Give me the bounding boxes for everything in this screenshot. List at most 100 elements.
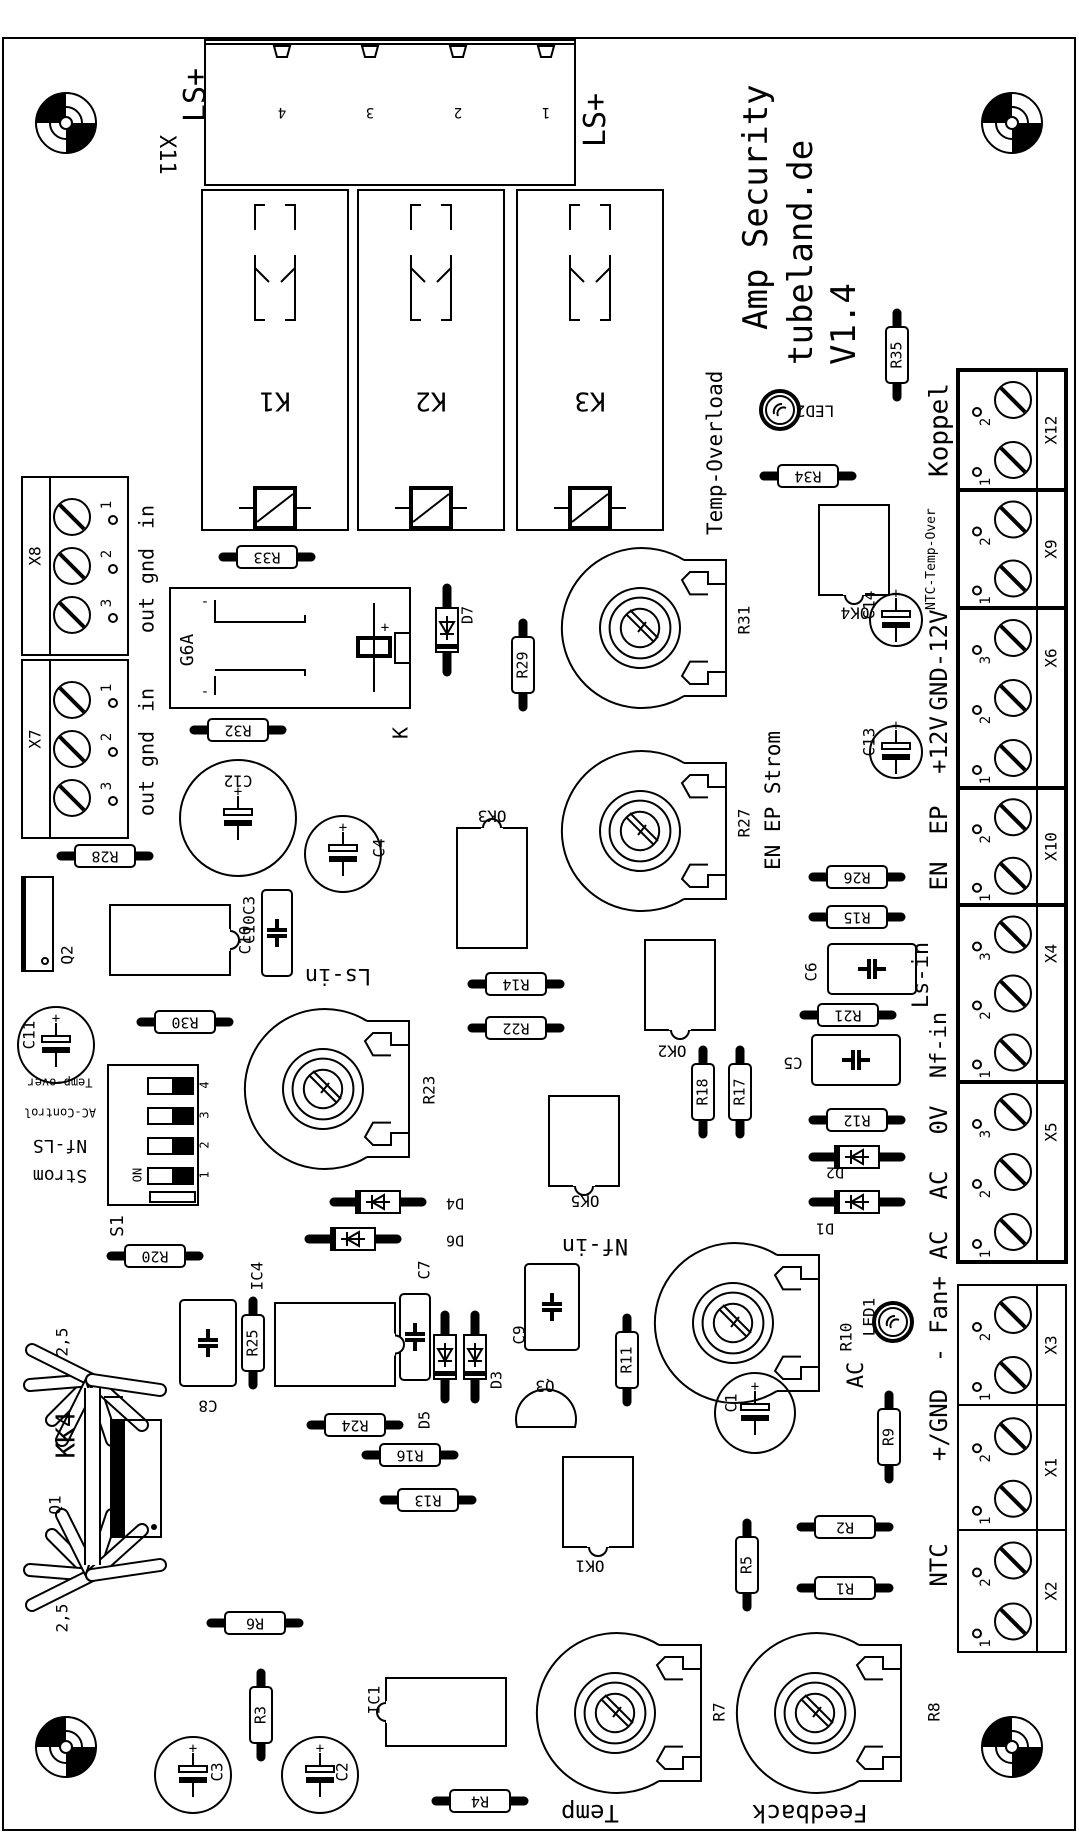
resistor-r5: R5 <box>735 1518 759 1612</box>
resistor-r35: R35 <box>885 308 909 402</box>
pin-pad <box>972 1179 982 1189</box>
terminal-ref: X3 <box>1042 1335 1061 1354</box>
capacitor-label: C11 <box>20 1021 39 1050</box>
ic-label: OK3 <box>478 807 507 826</box>
terminal-pin-number: 1 <box>978 478 994 486</box>
ic-ok3: OK3 <box>456 807 528 949</box>
resistor-r21: R21 <box>799 1003 897 1027</box>
terminal-ref: X4 <box>1042 944 1061 963</box>
resistor-label: R26 <box>843 869 870 887</box>
capacitor-c6: C6 <box>802 943 917 995</box>
pin-pad <box>108 796 118 806</box>
x11-pin-number: 4 <box>278 104 286 120</box>
resistor-label: R30 <box>171 1014 198 1032</box>
screw-icon <box>994 441 1032 479</box>
trimmer-label: R31 <box>735 606 754 635</box>
mounting-hole-icon <box>35 92 97 154</box>
resistor-label: R14 <box>502 976 529 994</box>
screw-icon <box>994 974 1032 1013</box>
relay-k1: K1 <box>201 189 349 531</box>
capacitor-label: C6 <box>802 962 821 981</box>
resistor-label: R15 <box>843 909 870 927</box>
ls-plus-left: LS+ <box>178 68 213 122</box>
terminal-pin-number: 3 <box>978 1130 994 1138</box>
terminal-pin-number: 1 <box>978 1250 994 1258</box>
dip-function-label: Nf-LS <box>33 1135 87 1156</box>
resistor-label: R11 <box>618 1346 636 1373</box>
mounting-hole-icon <box>981 92 1043 154</box>
temp-overload-label: Temp-Overload <box>703 371 727 535</box>
pin-pad <box>972 467 982 477</box>
trimmer-label: R8 <box>925 1702 944 1721</box>
capacitor-c7: C7 <box>399 1260 434 1381</box>
terminal-caption: GND-12V <box>925 609 953 710</box>
ic-label: C10 <box>236 926 255 955</box>
trimmer-label: R7 <box>710 1702 729 1721</box>
pin-pad <box>108 515 118 525</box>
capacitor-c2: +C2 <box>281 1736 359 1814</box>
capacitor-label: C9 <box>510 1325 529 1344</box>
resistor-label: R17 <box>731 1078 749 1105</box>
screw-icon <box>994 679 1032 717</box>
terminal-pin-number: 1 <box>978 1517 994 1525</box>
trimmer-r7: R7 <box>535 1632 729 1794</box>
dip-on-label: ON <box>131 1168 145 1182</box>
mounting-hole-icon <box>981 1716 1043 1778</box>
ac-label: AC <box>844 1362 869 1389</box>
led-label: LED2 <box>796 402 835 421</box>
resistor-r22: R22 <box>467 1016 565 1040</box>
dip-position-number: 4 <box>198 1081 212 1088</box>
terminal-ref: X7 <box>26 729 45 748</box>
terminal-caption: Koppel <box>925 383 955 477</box>
screw-icon <box>53 730 91 768</box>
resistor-r29: R29 <box>511 618 535 712</box>
relay-label: K2 <box>415 386 446 416</box>
capacitor-c14: +C14 <box>860 586 923 647</box>
ic-label: OK4 <box>841 604 870 623</box>
diode-d5: D5 <box>416 1310 457 1429</box>
terminal-caption: 0V <box>925 1106 953 1135</box>
pin-pad <box>972 1239 982 1249</box>
terminal-pin-number: 2 <box>978 835 994 843</box>
resistor-label: R12 <box>843 1112 870 1130</box>
resistor-label: R20 <box>141 1248 168 1266</box>
feedback-label: Feedback <box>752 1799 868 1827</box>
terminal-caption: +/GND <box>925 1389 953 1461</box>
dip-function-label: AC-Control <box>24 1106 96 1120</box>
ic-c10: C10 <box>109 904 255 976</box>
relay-g6a: G6A+--K <box>169 587 413 739</box>
terminal-caption: EN <box>925 862 953 891</box>
diode-d2: D2 <box>808 1145 906 1182</box>
dip-position-number: 1 <box>198 1171 212 1178</box>
ic-ok1: OK1 <box>562 1456 634 1576</box>
board-outline <box>2 37 1076 1831</box>
temp-label: Temp <box>561 1799 619 1827</box>
terminal-pin-number: 2 <box>978 537 994 545</box>
x11-pin-tab <box>448 45 468 58</box>
pin-pad <box>972 824 982 835</box>
resistor-r20: R20 <box>106 1244 204 1268</box>
capacitor-c11: +C11 <box>17 1006 95 1084</box>
pin-pad <box>108 698 118 708</box>
pin-pad <box>972 407 982 417</box>
screw-icon <box>994 1417 1032 1456</box>
pin-pad <box>108 747 118 757</box>
diode-label: D6 <box>446 1232 464 1250</box>
diode-d6: D6 <box>304 1227 464 1251</box>
capacitor-label: C4 <box>370 838 389 857</box>
screw-icon <box>994 798 1032 837</box>
capacitor-label: C5 <box>783 1054 802 1073</box>
ic-label: IC4 <box>248 1262 267 1291</box>
g6a-minus: - <box>201 594 209 610</box>
trimmer-r8: R8 <box>735 1632 944 1794</box>
g6a-plus: + <box>381 620 389 636</box>
pin-pad <box>972 882 982 893</box>
x11-ref: X11 <box>154 135 179 175</box>
terminal-ref: X1 <box>1042 1458 1061 1477</box>
trimmer-label: R10 <box>837 1323 856 1352</box>
relay-label: K3 <box>574 386 605 416</box>
